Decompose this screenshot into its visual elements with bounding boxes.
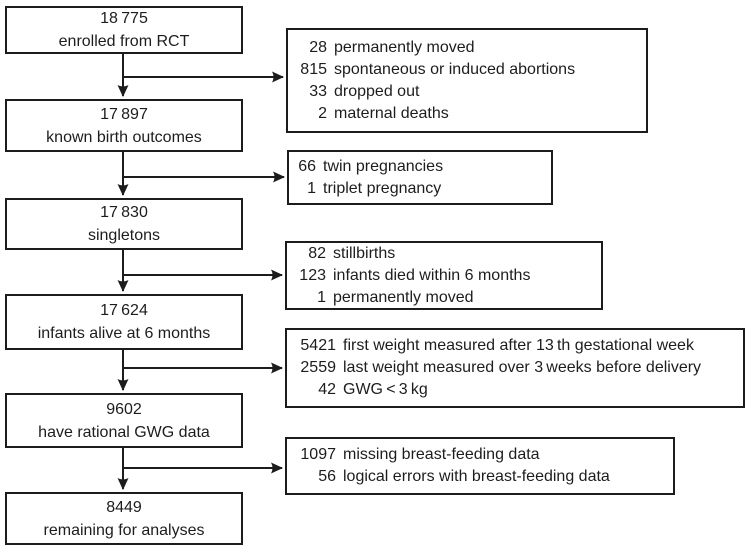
exclusion-line: 82 stillbirths	[308, 244, 396, 262]
box-count: 9602	[106, 400, 142, 418]
flow-box-alive-6-months: 17 624 infants alive at 6 months	[5, 294, 243, 350]
exclusion-line: 66 twin pregnancies	[298, 157, 444, 175]
exclusion-box-infant-losses: 82 stillbirths 123 infants died within 6…	[285, 241, 603, 310]
flow-box-remaining: 8449 remaining for analyses	[5, 492, 243, 545]
box-label: infants alive at 6 months	[37, 325, 211, 342]
box-label: have rational GWG data	[38, 423, 210, 441]
box-label: known birth outcomes	[46, 128, 202, 146]
exclusion-line: 815 spontaneous or induced abortions	[300, 60, 576, 78]
flow-box-enrolled: 18 775 enrolled from RCT	[5, 6, 243, 54]
exclusion-box-weight-data-exclusions: 5421 first weight measured after 13 th g…	[285, 328, 745, 408]
exclusion-line: 1 permanently moved	[317, 288, 474, 306]
box-label: remaining for analyses	[43, 521, 205, 539]
exclusion-line: 42 GWG < 3 kg	[318, 381, 428, 398]
box-count: 8449	[106, 498, 142, 516]
exclusion-line: 28 permanently moved	[309, 38, 475, 56]
exclusion-line: 123 infants died within 6 months	[299, 266, 531, 284]
exclusion-line: 1 triplet pregnancy	[307, 179, 442, 197]
exclusion-box-enrollment-losses: 28 permanently moved 815 spontaneous or …	[286, 28, 648, 133]
exclusion-line: 56 logical errors with breast-feeding da…	[318, 468, 610, 485]
flow-box-rational-gwg: 9602 have rational GWG data	[5, 393, 243, 448]
box-count: 17 624	[100, 302, 148, 319]
box-count: 18 775	[100, 10, 148, 27]
exclusion-line: 2559 last weight measured over 3 weeks b…	[300, 359, 702, 376]
box-count: 17 830	[100, 204, 148, 221]
exclusion-line: 5421 first weight measured after 13 th g…	[300, 337, 694, 354]
exclusion-box-multiple-pregnancies: 66 twin pregnancies 1 triplet pregnancy	[287, 150, 553, 205]
flow-box-singletons: 17 830 singletons	[5, 198, 243, 250]
box-label: enrolled from RCT	[58, 33, 190, 50]
exclusion-line: 2 maternal deaths	[318, 104, 449, 122]
exclusion-line: 33 dropped out	[309, 82, 420, 100]
box-count: 17 897	[100, 105, 148, 123]
flow-box-birth-outcomes: 17 897 known birth outcomes	[5, 99, 243, 152]
box-label: singletons	[87, 227, 161, 244]
exclusion-line: 1097 missing breast-feeding data	[300, 446, 540, 463]
exclusion-box-breastfeeding-exclusions: 1097 missing breast-feeding data 56 logi…	[285, 437, 675, 495]
